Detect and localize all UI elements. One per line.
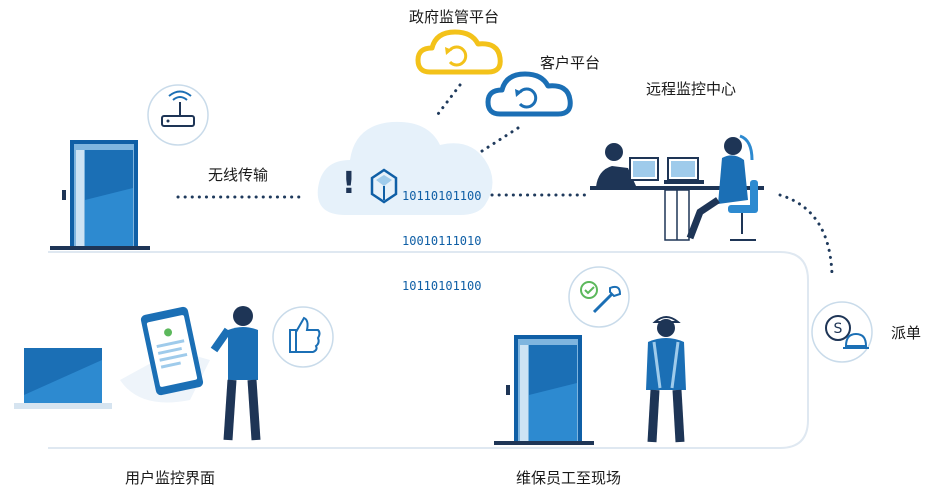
- gov-platform-label: 政府监管平台: [409, 8, 500, 26]
- customer-platform-label: 客户平台: [540, 54, 601, 72]
- binary-line: 10110101100: [402, 189, 482, 203]
- maintenance-onsite-label: 维保员工至现场: [516, 469, 622, 487]
- customer-cloud-sync-icon: [485, 71, 573, 117]
- service-bell-icon: S: [811, 301, 873, 363]
- flow-loop-line: [48, 251, 809, 449]
- check-wrench-icon: [568, 266, 630, 328]
- dispatch-connector: [778, 193, 834, 277]
- wireless-label: 无线传输: [208, 166, 269, 184]
- gov-cloud-sync-icon: [415, 29, 503, 75]
- maintenance-worker-figure: [646, 316, 686, 443]
- laptop-icon: [14, 348, 112, 409]
- binary-line: 10010111010: [402, 234, 482, 248]
- gov-cloud-connector: [433, 83, 462, 120]
- elevator-icon: [50, 140, 150, 250]
- binary-line: 10110101100: [402, 279, 482, 293]
- elevator-icon: [494, 335, 594, 445]
- router-icon: [147, 84, 209, 146]
- svg-text:S: S: [834, 321, 843, 337]
- thumbs-up-icon: [272, 306, 334, 368]
- dispatch-label: 派单: [891, 324, 922, 342]
- cloud-data-icon: [317, 121, 493, 215]
- remote-center-label: 远程监控中心: [646, 80, 737, 98]
- user-figure: [210, 306, 261, 441]
- remote-center-illustration: [590, 134, 764, 241]
- smartphone-icon: [120, 306, 210, 403]
- alert-mark: !: [342, 166, 356, 201]
- binary-data-block: 10110101100 10010111010 10110101100: [402, 159, 481, 309]
- user-interface-label: 用户监控界面: [125, 469, 216, 487]
